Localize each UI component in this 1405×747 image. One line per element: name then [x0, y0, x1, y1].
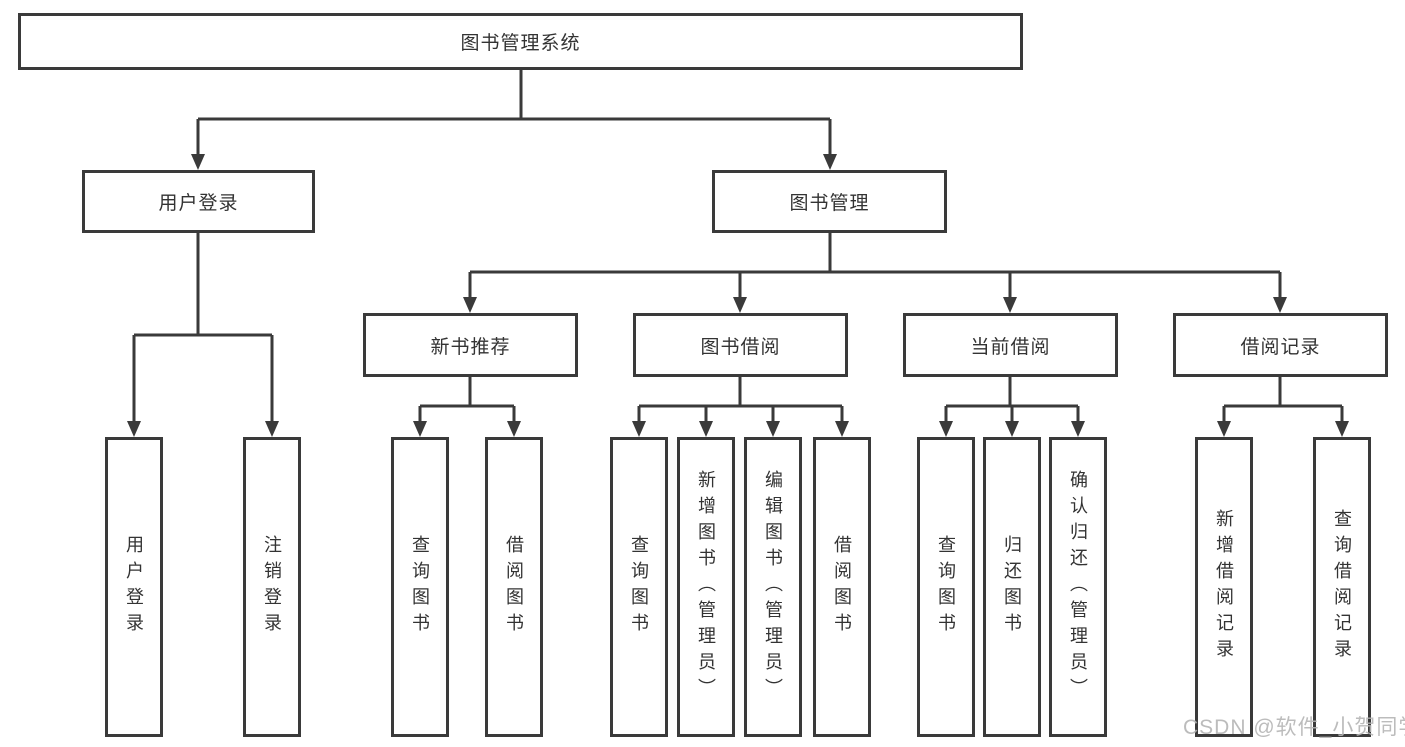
leaf-query-book-2-label: 查询图书: [629, 535, 649, 639]
leaf-edit-book-admin: 编辑图书（管理员）: [744, 437, 802, 737]
leaf-query-book-3-label: 查询图书: [936, 535, 956, 639]
leaf-edit-book-admin-label: 编辑图书（管理员）: [763, 470, 783, 704]
leaf-confirm-return-admin-label: 确认归还（管理员）: [1068, 470, 1088, 704]
leaf-borrow-book-1: 借阅图书: [485, 437, 543, 737]
leaf-query-book-2: 查询图书: [610, 437, 668, 737]
leaf-add-borrow-record-label: 新增借阅记录: [1214, 509, 1234, 665]
leaf-borrow-book-2: 借阅图书: [813, 437, 871, 737]
node-borrow-record: 借阅记录: [1173, 313, 1388, 377]
leaf-add-book-admin-label: 新增图书（管理员）: [696, 470, 716, 704]
node-book-borrow-label: 图书借阅: [700, 336, 781, 358]
leaf-return-book-label: 归还图书: [1002, 535, 1022, 639]
leaf-return-book: 归还图书: [983, 437, 1041, 737]
node-book-management: 图书管理: [712, 170, 947, 233]
csdn-watermark: CSDN @软件_小贺同学: [1183, 716, 1405, 739]
leaf-logout-label: 注销登录: [262, 535, 282, 639]
leaf-query-book-3: 查询图书: [917, 437, 975, 737]
node-root: 图书管理系统: [18, 13, 1023, 70]
leaf-query-borrow-record-label: 查询借阅记录: [1332, 509, 1352, 665]
node-book-management-label: 图书管理: [789, 193, 870, 214]
node-new-book-recommend: 新书推荐: [363, 313, 578, 377]
leaf-add-borrow-record: 新增借阅记录: [1195, 437, 1253, 737]
leaf-user-login: 用户登录: [105, 437, 163, 737]
leaf-query-book-1-label: 查询图书: [410, 535, 430, 639]
node-new-book-recommend-label: 新书推荐: [430, 336, 511, 358]
leaf-borrow-book-2-label: 借阅图书: [832, 535, 852, 639]
node-root-label: 图书管理系统: [460, 33, 581, 54]
node-current-borrow: 当前借阅: [903, 313, 1118, 377]
leaf-user-login-label: 用户登录: [124, 535, 144, 639]
node-user-login-label: 用户登录: [158, 193, 239, 214]
node-book-borrow: 图书借阅: [633, 313, 848, 377]
leaf-confirm-return-admin: 确认归还（管理员）: [1049, 437, 1107, 737]
node-borrow-record-label: 借阅记录: [1240, 336, 1321, 358]
leaf-add-book-admin: 新增图书（管理员）: [677, 437, 735, 737]
leaf-logout: 注销登录: [243, 437, 301, 737]
node-current-borrow-label: 当前借阅: [970, 336, 1051, 358]
leaf-borrow-book-1-label: 借阅图书: [504, 535, 524, 639]
leaf-query-book-1: 查询图书: [391, 437, 449, 737]
leaf-query-borrow-record: 查询借阅记录: [1313, 437, 1371, 737]
node-user-login: 用户登录: [82, 170, 315, 233]
